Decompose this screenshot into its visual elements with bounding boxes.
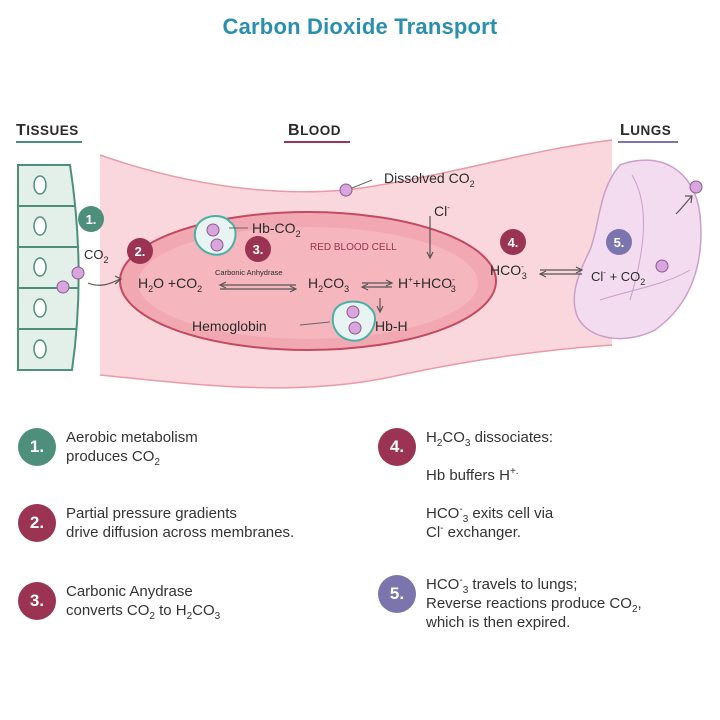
legend-line: HCO-3 travels to lungs;	[426, 575, 578, 596]
legend-badge-3: 3.	[18, 582, 56, 620]
legend-line: which is then expired.	[426, 614, 571, 631]
hemoglobin-h-icon	[331, 300, 376, 342]
reaction-arrows	[87, 195, 693, 314]
label-hco3-out: HCO-3	[490, 262, 527, 281]
legend-line: converts CO2 to H2CO3	[66, 602, 221, 622]
blood-underline	[284, 141, 350, 143]
label-carbonic-anhydrase: Carbonic Anhydrase	[215, 268, 283, 277]
label-h2o-co2: H2O +CO2	[138, 275, 202, 294]
blood-vessel-bottom-edge	[99, 344, 613, 389]
label-dissolved-co2: Dissolved CO2	[384, 170, 475, 189]
svg-text:1.: 1.	[86, 212, 97, 227]
label-h-hco3: H++HCO-3	[398, 275, 456, 294]
legend-line: Hb buffers H+.	[426, 466, 519, 485]
leader-lines	[229, 179, 373, 326]
legend-badge-1: 1.	[18, 428, 56, 466]
diagram-badge-2: 2.	[127, 238, 153, 264]
diagram-badge-1: 1.	[78, 206, 104, 232]
legend-line	[426, 447, 553, 466]
legend-text-3: Carbonic Anydrase converts CO2 to H2CO3	[66, 582, 221, 622]
label-lungs-cl-co2: Cl- + CO2	[591, 268, 645, 287]
legend-text-5: HCO-3 travels to lungs;Reverse reactions…	[426, 575, 642, 632]
legend-item-3: 3. Carbonic Anydrase converts CO2 to H2CO…	[18, 582, 221, 622]
svg-text:2.: 2.	[135, 244, 146, 259]
blood-vessel-top-edge	[99, 139, 613, 193]
tissues-underline	[16, 141, 82, 143]
legend-line: HCO-3 exits cell via	[426, 504, 554, 525]
legend-item-5: 5. HCO-3 travels to lungs;Reverse reacti…	[378, 575, 642, 632]
legend-badge-4: 4.	[378, 428, 416, 466]
legend-badge-2: 2.	[18, 504, 56, 542]
legend-line: Cl- exchanger.	[426, 523, 522, 542]
legend-line: produces CO2	[66, 448, 160, 468]
legend-line	[426, 485, 553, 504]
section-label-blood: Blood	[288, 122, 342, 139]
legend-line: Partial pressure gradients	[66, 505, 237, 522]
diagram-badge-3: 3.	[245, 236, 271, 262]
co2-transport-diagram: 1. 2. 3. 4. 5. CO2 Dissolved CO2 Hb-CO2 …	[17, 139, 703, 389]
svg-text:5.: 5.	[614, 235, 625, 250]
section-label-lungs: Lungs	[620, 122, 672, 139]
hemoglobin-co2-icon	[193, 215, 237, 256]
label-hb-co2: Hb-CO2	[252, 220, 301, 239]
label-hb-h: Hb-H	[375, 318, 408, 334]
legend-item-1: 1. Aerobic metabolism produces CO2	[18, 428, 198, 468]
label-cl-in: Cl-	[434, 203, 450, 219]
label-h2co3: H2CO3	[308, 275, 349, 294]
label-hemoglobin: Hemoglobin	[192, 318, 267, 334]
legend-text-4: H2CO3 dissociates: Hb buffers H+. HCO-3 …	[426, 428, 553, 542]
legend-badge-5: 5.	[378, 575, 416, 613]
lungs-underline	[618, 141, 678, 143]
legend-line: H2CO3 dissociates:	[426, 429, 554, 449]
legend-line: drive diffusion across membranes.	[66, 524, 295, 541]
svg-text:3.: 3.	[253, 242, 264, 257]
legend-text-1: Aerobic metabolism produces CO2	[66, 428, 198, 468]
tissue-cells	[17, 164, 80, 371]
legend-line: Reverse reactions produce CO2,	[426, 595, 642, 615]
section-label-tissues: Tissues	[16, 122, 79, 139]
legend-item-4: 4. H2CO3 dissociates: Hb buffers H+. HCO…	[378, 428, 553, 542]
diagram-badge-4: 4.	[500, 229, 526, 255]
svg-text:4.: 4.	[508, 235, 519, 250]
co2-molecule-icons	[56, 180, 703, 294]
legend-text-2: Partial pressure gradients drive diffusio…	[66, 504, 294, 542]
diagram-badge-5: 5.	[606, 229, 632, 255]
label-co2-tissue: CO2	[84, 247, 109, 265]
legend-line: Carbonic Anydrase	[66, 583, 193, 600]
legend-line: Aerobic metabolism	[66, 429, 198, 446]
legend-item-2: 2. Partial pressure gradients drive diffu…	[18, 504, 294, 542]
red-blood-cell-inner	[138, 227, 478, 339]
label-red-blood-cell: RED BLOOD CELL	[310, 242, 397, 253]
page-title: Carbon Dioxide Transport	[222, 14, 498, 39]
